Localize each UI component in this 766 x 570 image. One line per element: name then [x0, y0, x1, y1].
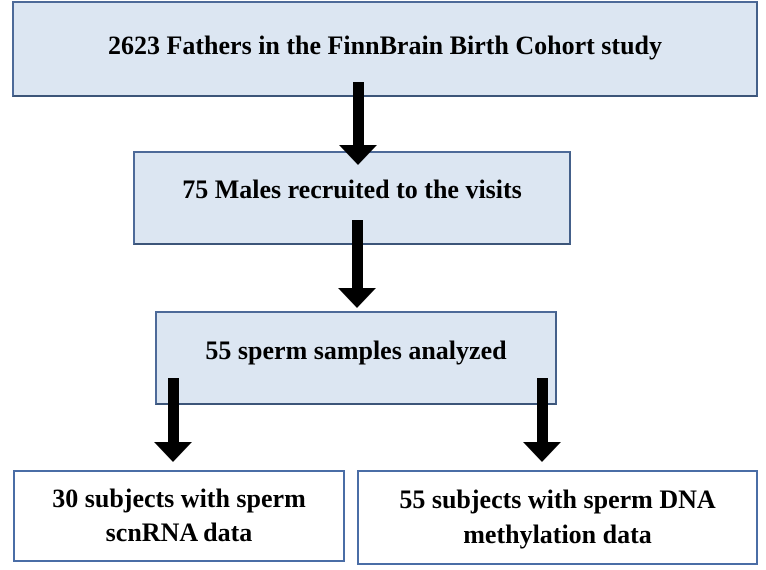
- flow-node-methylation: 55 subjects with sperm DNA methylation d…: [357, 470, 758, 565]
- down-arrow-icon: [154, 378, 192, 462]
- arrow-stem: [536, 378, 548, 442]
- arrow-stem: [351, 220, 363, 288]
- flow-node-scnrna-label: 30 subjects with sperm scnRNA data: [52, 483, 306, 547]
- arrow-head: [154, 442, 192, 462]
- arrow-head: [523, 442, 561, 462]
- flow-node-cohort: 2623 Fathers in the FinnBrain Birth Coho…: [12, 1, 758, 97]
- down-arrow-icon: [339, 82, 377, 165]
- arrow-head: [338, 288, 376, 308]
- flow-node-analyzed: 55 sperm samples analyzed: [155, 311, 557, 405]
- arrow-stem: [352, 82, 364, 145]
- down-arrow-icon: [523, 378, 561, 462]
- flow-node-recruited-label: 75 Males recruited to the visits: [182, 174, 522, 204]
- arrow-head: [339, 145, 377, 165]
- flow-node-analyzed-label: 55 sperm samples analyzed: [205, 335, 507, 365]
- flow-node-scnrna: 30 subjects with sperm scnRNA data: [13, 470, 345, 562]
- flow-node-methylation-label: 55 subjects with sperm DNA methylation d…: [399, 485, 716, 549]
- down-arrow-icon: [338, 220, 376, 308]
- flow-node-cohort-label: 2623 Fathers in the FinnBrain Birth Coho…: [108, 30, 662, 60]
- arrow-stem: [167, 378, 179, 442]
